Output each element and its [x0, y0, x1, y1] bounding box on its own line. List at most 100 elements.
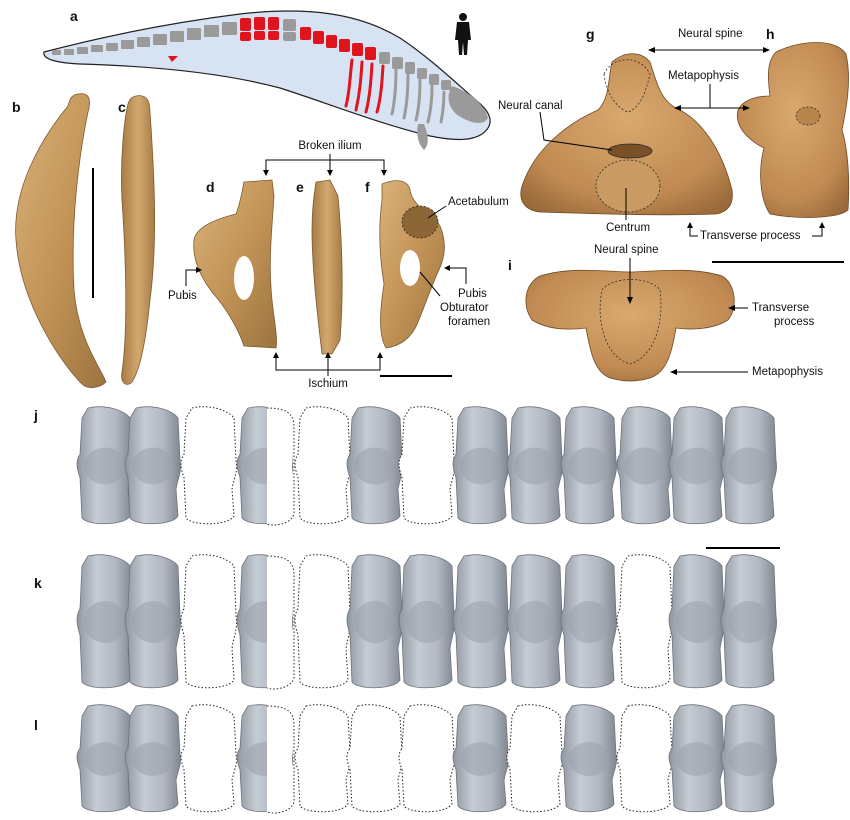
pelvis-mark	[168, 56, 178, 62]
label-acetabulum: Acetabulum	[448, 196, 509, 208]
centrum-shape	[595, 159, 661, 213]
panel-letter-l: l	[34, 717, 38, 733]
scan-process-k-13	[728, 600, 770, 644]
gray-vertebrae-mid	[283, 19, 451, 90]
scan-process-j-8	[460, 447, 502, 485]
scan-process-j-9	[514, 447, 556, 485]
ischium-bracket	[275, 356, 381, 376]
neural-canal-shape	[607, 143, 653, 159]
scan-vertebra-l-3	[180, 704, 237, 813]
panel-b-rib	[15, 93, 107, 388]
scan-half-mask-l	[267, 704, 292, 816]
panel-d-innominate	[193, 179, 277, 349]
highlighted-vertebrae	[240, 17, 376, 60]
scan-vertebra-l-11	[616, 704, 673, 813]
scan-process-k-8	[460, 600, 502, 644]
panel-letter-i: i	[508, 257, 512, 273]
panel-letter-a: a	[70, 8, 78, 24]
label-neural-spine-top: Neural spine	[678, 28, 743, 40]
scan-vertebra-j-5	[294, 406, 351, 525]
pubis-left-leader	[185, 269, 198, 286]
scan-vertebra-k-3	[180, 554, 237, 689]
scan-half-mask-j	[267, 406, 292, 528]
scan-vertebra-k-5	[294, 554, 351, 689]
label-pubis-left: Pubis	[168, 290, 197, 302]
label-obturator: Obturator	[440, 302, 489, 314]
panel-g-vertebra	[520, 53, 733, 216]
transverse-i-arrow	[728, 305, 735, 311]
scan-vertebra-j-7	[398, 406, 455, 525]
panel-h-vertebra	[736, 42, 850, 218]
scan-process-k-1	[84, 600, 126, 644]
label-metapophysis-top: Metapophysis	[668, 70, 739, 82]
scan-vertebra-l-7	[398, 704, 455, 813]
scan-row-l	[76, 704, 777, 816]
panel-letter-j: j	[34, 407, 38, 423]
panel-letter-g: g	[586, 26, 595, 42]
label-ischium: Ischium	[308, 378, 348, 390]
metapophysis-i-arrow	[670, 369, 677, 375]
pubis-right-arrowhead	[444, 265, 450, 271]
neural-spine-arrow-right	[763, 47, 770, 53]
scan-vertebra-l-6	[346, 704, 403, 813]
panel-letter-d: d	[206, 179, 215, 195]
scan-half-outline-k	[266, 555, 295, 690]
label-transverse-i: Transverse	[752, 302, 810, 314]
label-centrum: Centrum	[605, 222, 651, 234]
scan-process-k-9	[514, 600, 556, 644]
metapophysis-arrow-left	[674, 105, 681, 111]
panel-c-rib	[121, 95, 156, 385]
panel-letter-b: b	[12, 99, 21, 115]
skull	[448, 86, 488, 123]
label-neural-spine-i: Neural spine	[594, 244, 659, 256]
highlighted-ribs	[344, 58, 385, 114]
tp-arrow-right	[819, 222, 825, 228]
scan-process-j-12	[676, 447, 718, 485]
scan-half-outline-j	[266, 407, 295, 526]
neural-spine-arrow-left	[648, 47, 655, 53]
scan-process-l-10	[568, 742, 610, 776]
flipper	[417, 124, 428, 150]
scan-process-j-2	[132, 447, 174, 485]
scan-process-j-13	[728, 447, 770, 485]
scan-process-l-2	[132, 742, 174, 776]
pubis-left-arrowhead	[196, 267, 202, 273]
scan-row-k	[76, 554, 777, 692]
tail-vertebrae	[52, 22, 237, 55]
label-process-i: process	[774, 316, 815, 328]
scan-rows	[76, 406, 777, 816]
label-metapophysis-i: Metapophysis	[752, 366, 823, 378]
obturator-leader	[419, 271, 441, 297]
tp-arrow-left	[687, 222, 693, 228]
scan-process-j-6	[354, 447, 396, 485]
panel-f-innominate	[379, 180, 445, 349]
label-pubis-right: Pubis	[458, 288, 487, 300]
panel-letter-e: e	[296, 179, 304, 195]
scan-process-k-2	[132, 600, 174, 644]
scan-process-k-12	[676, 600, 718, 644]
scan-vertebra-l-9	[506, 704, 563, 813]
broken-ilium-bracket	[265, 154, 385, 172]
scan-process-l-13	[728, 742, 770, 776]
scan-process-j-10	[568, 447, 610, 485]
panel-a-whale-diagram	[43, 10, 491, 150]
neural-spine-i-arrow	[627, 297, 633, 304]
scan-process-k-7	[406, 600, 448, 644]
panel-letter-f: f	[365, 179, 370, 195]
panel-letter-k: k	[34, 575, 42, 591]
panel-i-vertebra	[525, 269, 735, 382]
scan-vertebra-j-3	[180, 406, 237, 525]
acetabulum-leader	[427, 205, 447, 219]
scan-vertebra-l-5	[294, 704, 351, 813]
transverse-process-leader	[689, 226, 823, 237]
scan-process-k-10	[568, 600, 610, 644]
scan-half-mask-k	[267, 554, 292, 692]
panel-e-innominate	[311, 179, 343, 355]
metapophysis-leader	[678, 84, 746, 109]
label-foramen: foramen	[448, 316, 491, 328]
human-scale-icon	[455, 13, 471, 55]
scan-vertebra-k-11	[616, 554, 673, 689]
gray-ribs	[390, 68, 446, 124]
acetabulum-shape	[401, 205, 439, 239]
